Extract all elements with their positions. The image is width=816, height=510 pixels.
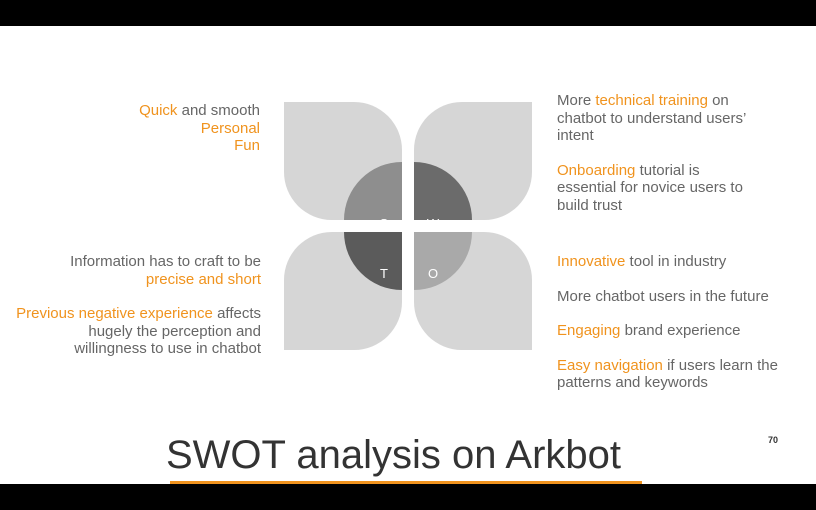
label-s: S [380, 216, 389, 231]
highlight-text: Innovative [557, 253, 626, 270]
strengths-line: Personal [60, 120, 260, 138]
body-text: More [557, 92, 596, 109]
slide: Quick and smooth Personal Fun More techn… [0, 26, 816, 484]
opportunity-item: Easy navigation if users learn the patte… [557, 357, 802, 392]
body-text: tutorial is essential for novice users t… [557, 161, 743, 214]
weakness-item: More technical training on chatbot to un… [557, 92, 755, 145]
body-text: on chatbot to understand users’ intent [557, 92, 746, 144]
highlight-text: precise and short [145, 270, 261, 288]
inner-weaknesses [414, 162, 472, 220]
inner-threats [344, 232, 402, 290]
title-underline [170, 481, 642, 484]
highlight-text: Personal [200, 119, 260, 137]
strengths-line: Fun [60, 137, 260, 155]
inner-strengths [344, 162, 402, 220]
threat-item: Information has to craft to be precise a… [12, 253, 261, 288]
threat-item: Previous negative experience affects hug… [12, 305, 261, 358]
slide-title: SWOT analysis on Arkbot [166, 433, 621, 477]
highlight-text: Engaging [557, 322, 621, 339]
letterbox-top [0, 0, 816, 26]
inner-opportunities [414, 232, 472, 290]
highlight-text: Quick [139, 102, 178, 119]
page-number: 70 [767, 435, 778, 445]
highlight-text: Onboarding [557, 161, 636, 179]
weaknesses-text: More technical training on chatbot to un… [557, 92, 755, 231]
highlight-text: Previous negative experience [16, 305, 213, 322]
strengths-line: Quick and smooth [60, 102, 260, 120]
opportunities-text: Innovative tool in industry More chatbot… [557, 253, 802, 409]
highlight-text: technical training [595, 92, 708, 109]
weakness-item: Onboarding tutorial is essential for nov… [557, 162, 755, 215]
swot-diagram-svg: S W T O [284, 102, 532, 350]
body-text: Information has to craft to be [70, 253, 261, 270]
letterbox-bottom [0, 484, 816, 510]
threats-text: Information has to craft to be precise a… [12, 253, 261, 375]
label-t: T [380, 266, 388, 281]
body-text: and smooth [177, 102, 260, 119]
label-w: W [427, 216, 440, 231]
body-text: if users learn the patterns and keywords [557, 356, 778, 392]
body-text: affects hugely the perception and willin… [74, 305, 261, 357]
body-text: brand experience [620, 322, 741, 339]
highlight-text: Fun [234, 137, 260, 154]
opportunity-item: More chatbot users in the future [557, 288, 802, 306]
label-o: O [428, 266, 438, 281]
opportunity-item: Innovative tool in industry [557, 253, 802, 271]
opportunity-item: Engaging brand experience [557, 322, 802, 340]
body-text: More chatbot users in the future [557, 287, 769, 305]
swot-diagram: S W T O [284, 102, 532, 350]
body-text: tool in industry [625, 253, 727, 270]
highlight-text: Easy navigation [557, 356, 663, 374]
strengths-text: Quick and smooth Personal Fun [60, 102, 260, 155]
